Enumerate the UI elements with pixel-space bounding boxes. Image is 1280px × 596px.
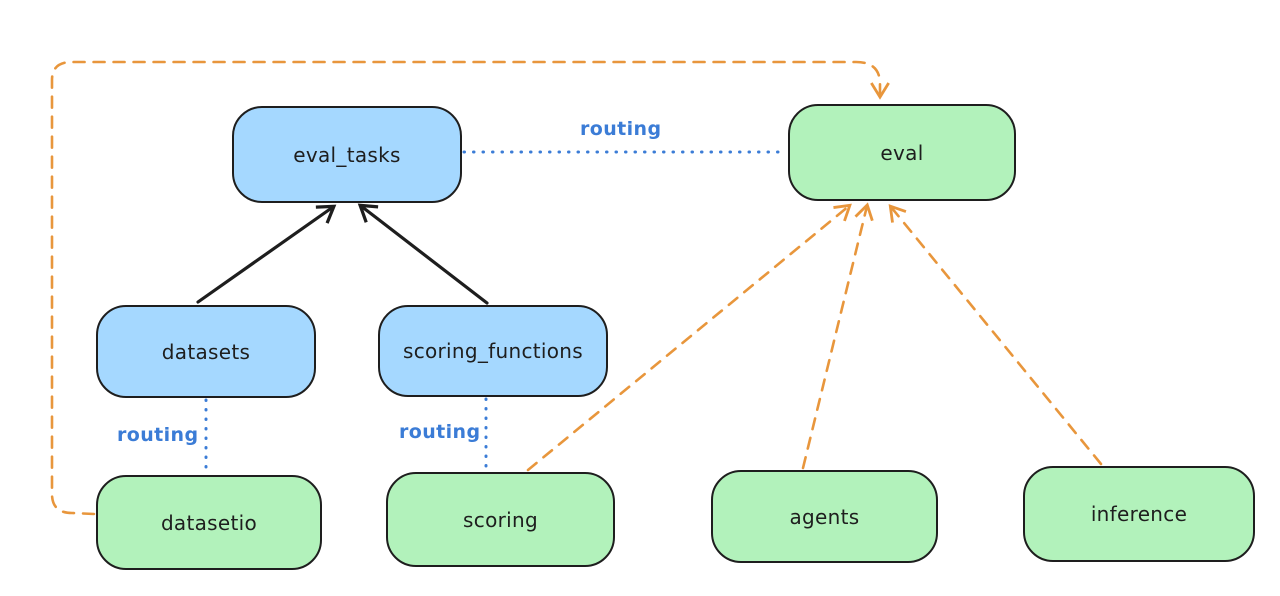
node-eval-tasks: eval_tasks: [232, 106, 462, 203]
node-datasetio: datasetio: [96, 475, 322, 570]
node-scoring: scoring: [386, 472, 615, 567]
edge-scoring-functions-to-eval-tasks: [357, 203, 489, 305]
node-datasetio-label: datasetio: [160, 510, 258, 535]
node-datasets: datasets: [96, 305, 316, 398]
edge-inference-to-eval: [888, 204, 1103, 466]
edge-label-routing-mid: routing: [399, 421, 481, 443]
node-scoring-functions: scoring_functions: [378, 305, 608, 397]
node-eval-tasks-label: eval_tasks: [293, 142, 401, 167]
node-datasets-label: datasets: [161, 339, 251, 364]
edge-scoring-to-eval: [526, 203, 852, 472]
node-inference: inference: [1023, 466, 1255, 562]
node-scoring-functions-label: scoring_functions: [402, 339, 584, 363]
node-scoring-label: scoring: [463, 507, 538, 532]
edge-label-routing-top: routing: [580, 118, 662, 140]
node-eval: eval: [788, 104, 1016, 201]
edge-label-routing-left: routing: [117, 424, 199, 446]
edge-agents-to-eval: [801, 202, 874, 470]
node-agents: agents: [711, 470, 938, 563]
edge-datasets-to-eval-tasks: [196, 204, 337, 304]
edge-datasetio-to-eval-loop: [50, 60, 890, 516]
node-agents-label: agents: [789, 504, 860, 529]
node-eval-label: eval: [880, 140, 924, 165]
node-inference-label: inference: [1090, 502, 1188, 526]
